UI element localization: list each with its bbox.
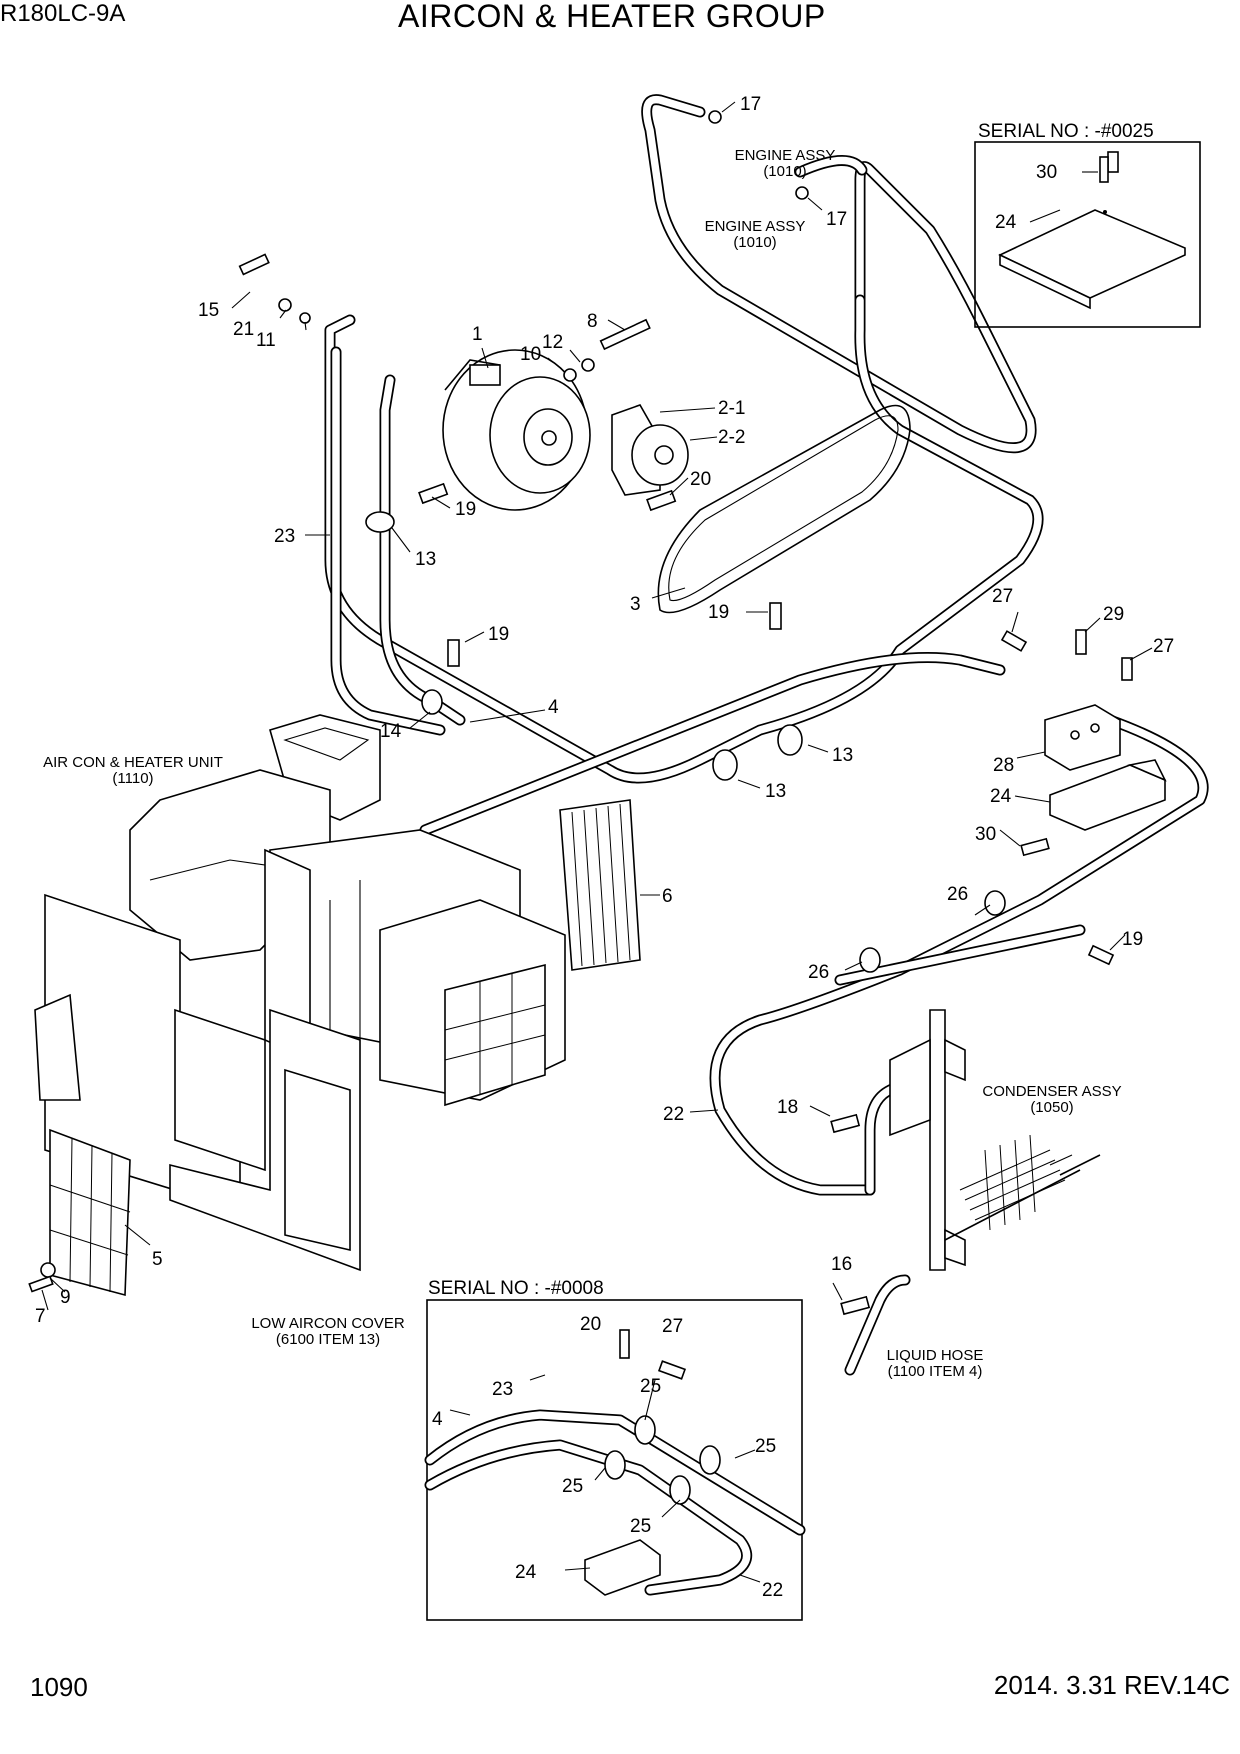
callout-2-1: 2-1	[718, 398, 745, 419]
callout-9: 9	[60, 1287, 71, 1308]
callout-26a: 26	[947, 884, 968, 905]
callout-11: 11	[256, 330, 276, 351]
callout-21: 21	[233, 319, 254, 340]
air-filter	[559, 799, 641, 971]
callout-25c: 25	[562, 1476, 583, 1497]
callout-24c: 24	[515, 1562, 537, 1583]
low-aircon-cover	[34, 893, 361, 1297]
callout-22a: 22	[663, 1104, 684, 1125]
callout-22b: 22	[762, 1580, 783, 1601]
note-aircon-unit-line2: (1110)	[112, 770, 153, 787]
note-condenser-line2: (1050)	[1030, 1099, 1073, 1116]
callout-4a: 4	[548, 697, 559, 718]
callout-17a: 17	[740, 94, 761, 115]
note-liquid-hose-line1: LIQUID HOSE	[887, 1347, 984, 1364]
callout-19c: 19	[488, 624, 509, 645]
note-engine-assy-1-line2: (1010)	[763, 163, 806, 180]
callout-13b: 13	[832, 745, 853, 766]
callout-8: 8	[587, 311, 598, 332]
note-engine-assy-2-line2: (1010)	[733, 234, 776, 251]
callout-16: 16	[831, 1254, 852, 1275]
callout-20b: 20	[580, 1314, 601, 1335]
compressor	[442, 349, 591, 511]
callout-24a: 24	[995, 212, 1017, 233]
callout-19d: 19	[1122, 929, 1143, 950]
fasteners	[28, 110, 1133, 1316]
callout-13c: 13	[765, 781, 786, 802]
callout-12: 12	[542, 332, 563, 353]
revision-date: 2014. 3.31 REV.14C	[993, 1670, 1230, 1700]
callout-28: 28	[993, 755, 1014, 776]
callout-5: 5	[152, 1249, 163, 1270]
callout-27b: 27	[1153, 636, 1174, 657]
callout-1: 1	[472, 324, 483, 345]
note-liquid-hose-line2: (1100 ITEM 4)	[888, 1363, 983, 1380]
callout-24b: 24	[990, 786, 1012, 807]
callout-23a: 23	[274, 526, 295, 547]
model-number: R180LC-9A	[0, 0, 126, 27]
aircon-heater-unit	[129, 714, 566, 1107]
callout-27a: 27	[992, 586, 1013, 607]
callout-14: 14	[380, 721, 402, 742]
hose-4	[419, 652, 1006, 836]
inset-title-serial-0025: SERIAL NO : -#0025	[978, 121, 1154, 142]
callout-23b: 23	[492, 1379, 513, 1400]
inset-serial-0025	[974, 141, 1201, 328]
callout-10: 10	[520, 344, 541, 365]
note-aircon-unit-line1: AIR CON & HEATER UNIT	[43, 754, 223, 771]
callout-13a: 13	[415, 549, 436, 570]
callout-17b: 17	[826, 209, 847, 230]
leader-lines	[41, 101, 1153, 1311]
condenser-assy	[889, 1009, 1101, 1271]
callout-25b: 25	[755, 1436, 776, 1457]
callout-3: 3	[630, 594, 641, 615]
drive-belt	[657, 404, 911, 614]
callout-26b: 26	[808, 962, 829, 983]
callout-30b: 30	[975, 824, 996, 845]
note-low-cover-line1: LOW AIRCON COVER	[251, 1315, 405, 1332]
page-number: 1090	[30, 1672, 88, 1702]
callout-labels: 17 17 30 24 15 21 11 1 10 12 8 2-1 2-2 2…	[35, 94, 1174, 1601]
callout-27c: 27	[662, 1316, 683, 1337]
hose-clamps	[365, 511, 1006, 973]
callout-20a: 20	[690, 469, 711, 490]
inset-title-serial-0008: SERIAL NO : -#0008	[428, 1278, 604, 1299]
callout-25d: 25	[630, 1516, 651, 1537]
callout-29: 29	[1103, 604, 1124, 625]
note-engine-assy-1-line1: ENGINE ASSY	[735, 147, 836, 164]
reference-notes: ENGINE ASSY (1010) ENGINE ASSY (1010) AI…	[43, 147, 1121, 1380]
note-low-cover-line2: (6100 ITEM 13)	[276, 1331, 380, 1348]
page-title: AIRCON & HEATER GROUP	[398, 0, 826, 34]
callout-6: 6	[662, 886, 673, 907]
valve-block	[1044, 704, 1167, 831]
note-condenser-line1: CONDENSER ASSY	[982, 1083, 1121, 1100]
callout-4b: 4	[432, 1409, 443, 1430]
callout-7: 7	[35, 1306, 46, 1327]
callout-19b: 19	[708, 602, 729, 623]
callout-18: 18	[777, 1097, 798, 1118]
inset-serial-0008	[424, 1299, 806, 1621]
note-engine-assy-2-line1: ENGINE ASSY	[705, 218, 806, 235]
callout-15: 15	[198, 300, 219, 321]
callout-30a: 30	[1036, 162, 1057, 183]
tensioner-bracket	[611, 404, 689, 496]
callout-19a: 19	[455, 499, 476, 520]
callout-25a: 25	[640, 1376, 661, 1397]
callout-2-2: 2-2	[718, 427, 745, 448]
